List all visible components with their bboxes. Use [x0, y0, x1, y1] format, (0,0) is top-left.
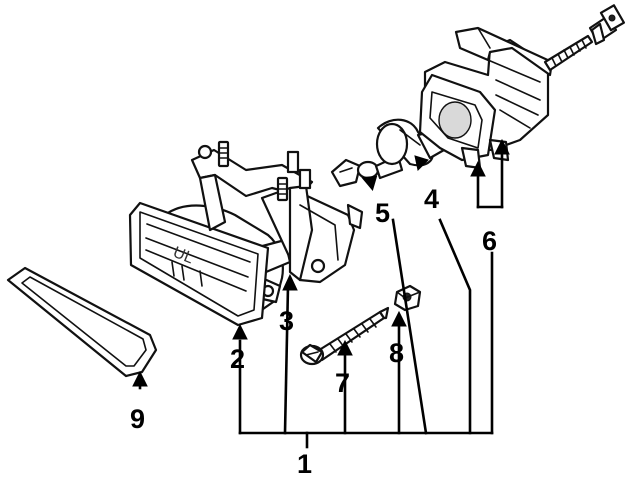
callout-4: 4: [424, 184, 439, 214]
callout-9: 9: [130, 404, 145, 434]
arrow-heads: [132, 138, 510, 387]
fog-lamp-housing: UL: [128, 201, 292, 327]
callout-1: 1: [297, 449, 312, 479]
callout-numbers: 1 2 3 4 5 6 7 8 9: [130, 184, 497, 479]
adjusting-screw: [299, 306, 390, 366]
callout-7: 7: [335, 368, 350, 398]
leader-lines: [138, 148, 504, 449]
lens-marking: UL: [171, 244, 196, 267]
callout-3: 3: [279, 306, 294, 336]
callout-5: 5: [375, 198, 390, 228]
bezel-frame: [6, 266, 158, 378]
headlamp-housing: [418, 4, 626, 170]
callout-8: 8: [389, 338, 404, 368]
callout-6: 6: [482, 226, 497, 256]
callout-2: 2: [230, 344, 245, 374]
mounting-bracket: [190, 140, 364, 284]
